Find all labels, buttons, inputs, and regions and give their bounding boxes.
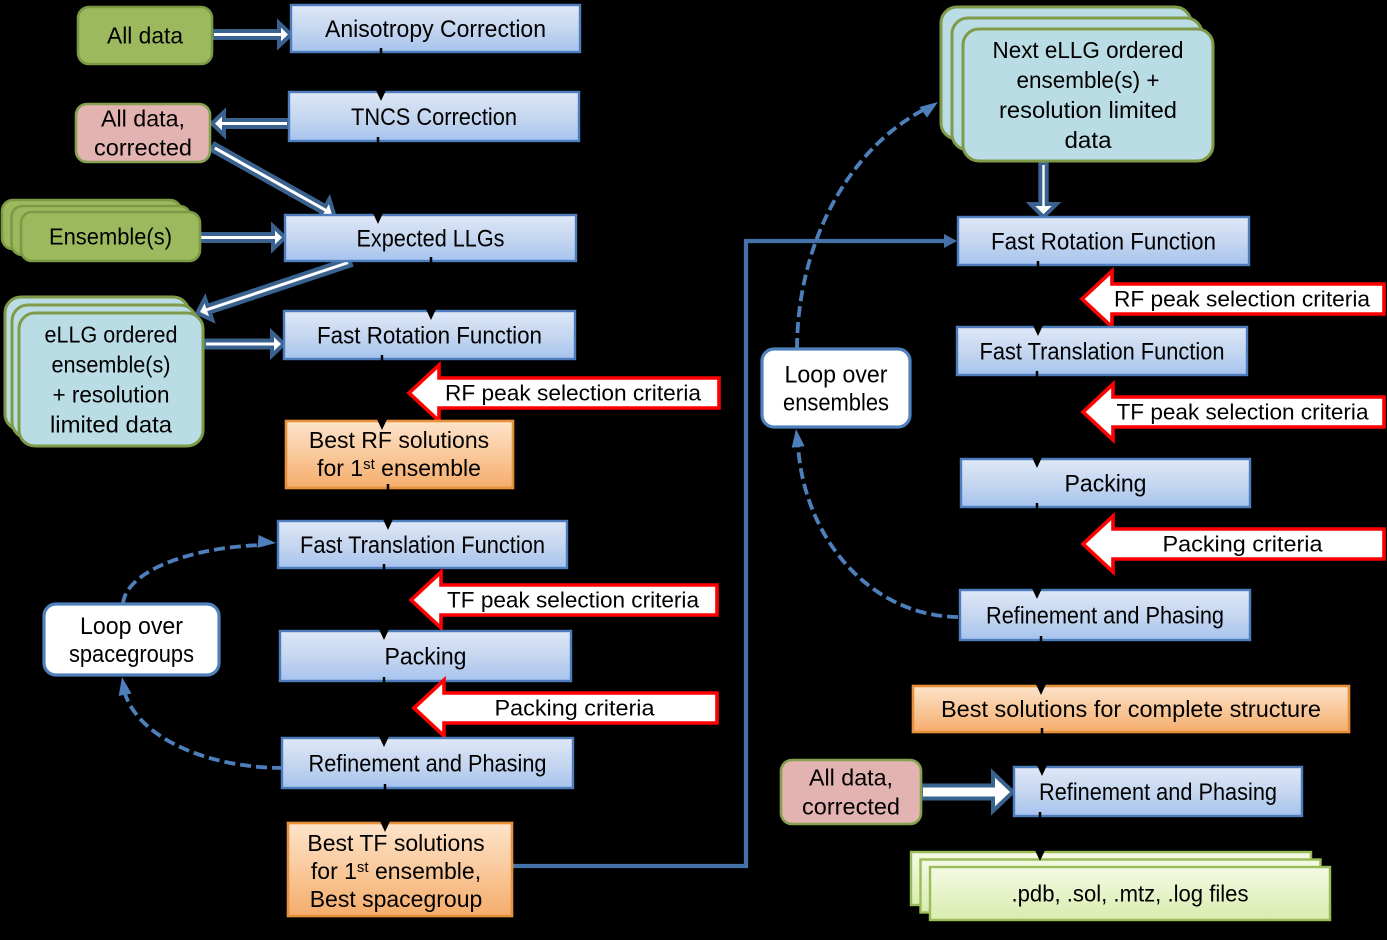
svg-text:Next eLLG ordered: Next eLLG ordered (993, 37, 1184, 63)
svg-text:Anisotropy Correction: Anisotropy Correction (325, 16, 546, 43)
svg-text:Packing criteria: Packing criteria (495, 696, 656, 721)
svg-text:ensembles: ensembles (783, 389, 889, 416)
svg-text:Fast Translation Function: Fast Translation Function (300, 532, 545, 559)
svg-text:Best TF solutions: Best TF solutions (307, 830, 484, 856)
svg-text:Best solutions for complete st: Best solutions for complete structure (941, 696, 1321, 722)
svg-text:corrected: corrected (802, 794, 900, 820)
svg-text:ensemble(s) +: ensemble(s) + (1017, 67, 1160, 93)
svg-text:TNCS Correction: TNCS Correction (351, 104, 517, 131)
svg-text:Best RF solutions: Best RF solutions (309, 427, 489, 453)
svg-text:Ensemble(s): Ensemble(s) (49, 224, 172, 250)
svg-text:resolution limited: resolution limited (999, 97, 1177, 123)
svg-text:All data: All data (107, 23, 183, 49)
svg-text:Best spacegroup: Best spacegroup (310, 886, 483, 912)
svg-text:Packing: Packing (1065, 470, 1147, 497)
svg-text:RF peak selection criteria: RF peak selection criteria (1114, 287, 1371, 312)
svg-text:ensemble(s): ensemble(s) (52, 352, 171, 378)
svg-text:eLLG ordered: eLLG ordered (45, 322, 178, 348)
svg-text:for 1st ensemble,: for 1st ensemble, (311, 858, 481, 884)
svg-text:Packing criteria: Packing criteria (1163, 532, 1324, 557)
svg-text:TF peak selection criteria: TF peak selection criteria (1117, 400, 1370, 425)
svg-text:Packing: Packing (385, 643, 467, 670)
svg-text:Refinement and Phasing: Refinement and Phasing (986, 602, 1224, 629)
svg-text:spacegroups: spacegroups (69, 641, 194, 668)
svg-text:for 1st ensemble: for 1st ensemble (317, 455, 481, 481)
svg-text:+ resolution: + resolution (53, 382, 170, 408)
svg-text:TF peak selection criteria: TF peak selection criteria (447, 588, 700, 613)
svg-text:All data,: All data, (809, 765, 893, 791)
svg-text:Refinement and Phasing: Refinement and Phasing (1039, 779, 1277, 806)
svg-text:Expected LLGs: Expected LLGs (357, 225, 505, 252)
svg-text:.pdb, .sol, .mtz, .log files: .pdb, .sol, .mtz, .log files (1012, 881, 1249, 907)
svg-text:Refinement and Phasing: Refinement and Phasing (309, 750, 547, 777)
svg-text:Fast Translation Function: Fast Translation Function (980, 338, 1225, 365)
svg-text:limited data: limited data (50, 412, 172, 438)
svg-text:All data,: All data, (101, 106, 185, 132)
svg-text:Fast Rotation Function: Fast Rotation Function (991, 228, 1216, 255)
svg-text:RF peak selection criteria: RF peak selection criteria (445, 381, 702, 406)
svg-text:Loop over: Loop over (785, 361, 888, 388)
svg-text:Fast Rotation Function: Fast Rotation Function (317, 322, 542, 349)
svg-text:corrected: corrected (94, 135, 192, 161)
svg-text:data: data (1065, 127, 1112, 153)
svg-text:Loop over: Loop over (80, 613, 183, 640)
